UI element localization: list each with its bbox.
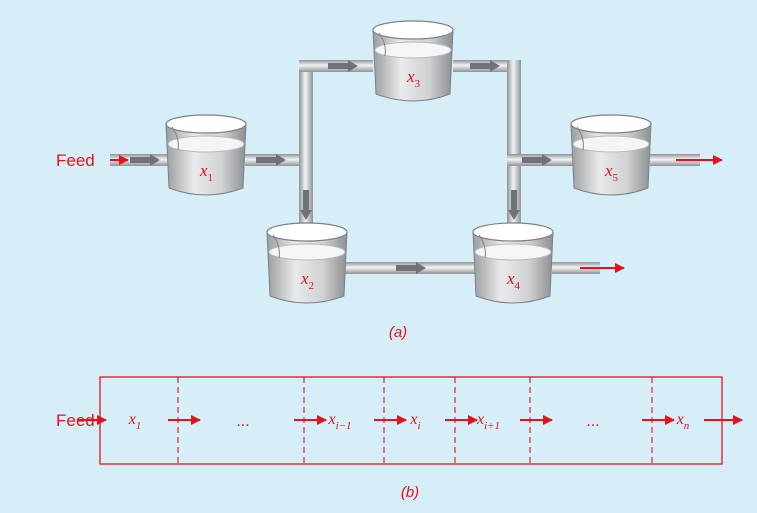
series-cells: x1... xi−1 xi xi+1... xn — [78, 377, 743, 464]
reactor-5: x5 — [570, 114, 652, 196]
cell-label: xi — [409, 411, 420, 432]
cell-subscript: i−1 — [336, 420, 352, 432]
pipe-r5-outlet — [650, 154, 700, 166]
pipe-left-vertical — [299, 60, 313, 238]
reactor-4: x4 — [472, 222, 554, 304]
flow-arrow-icon — [508, 190, 520, 220]
beaker-spout — [378, 32, 386, 57]
beaker-rim — [372, 20, 454, 40]
reactor-subscript: 3 — [415, 78, 421, 90]
cell-label: xi+1 — [476, 411, 500, 432]
flow-arrow-icon — [328, 60, 358, 72]
beaker-spout — [576, 126, 584, 151]
reactor-subscript: 1 — [208, 172, 214, 184]
beaker-body — [165, 123, 247, 196]
cell-subscript: 1 — [136, 420, 142, 432]
liquid-surface — [268, 243, 346, 261]
reactor-subscript: 2 — [309, 280, 315, 292]
beaker-body — [372, 29, 454, 102]
beaker-rim — [472, 222, 554, 242]
beaker-spout — [171, 126, 179, 151]
cell-subscript: n — [684, 420, 690, 432]
flow-arrows — [130, 60, 552, 274]
flow-arrow-icon — [522, 154, 552, 166]
reactor-2: x2 — [266, 222, 348, 304]
cell-subscript: i+1 — [484, 420, 500, 432]
beaker-body — [472, 231, 554, 304]
beaker-spout — [272, 234, 280, 259]
beaker-body — [570, 123, 652, 196]
liquid-surface — [167, 135, 245, 153]
liquid-surface — [474, 243, 552, 261]
flow-arrow-icon — [470, 60, 500, 72]
beaker-rim — [570, 114, 652, 134]
reactor-1: x1 — [165, 114, 247, 196]
caption-a: (a) — [389, 324, 407, 341]
cell-label: x1 — [128, 411, 142, 432]
beaker-body — [266, 231, 348, 304]
feed-label-b: Feed — [56, 411, 95, 430]
flow-arrow-icon — [300, 190, 312, 220]
reactor-subscript: 4 — [515, 280, 521, 292]
feed-label-a: Feed — [56, 151, 95, 170]
pipe-right-vertical — [507, 60, 521, 240]
external-arrows — [110, 155, 723, 273]
cell-label: xi−1 — [327, 411, 351, 432]
flow-arrow-icon — [130, 154, 160, 166]
reactor-3: x3 — [372, 20, 454, 102]
flow-arrow-icon — [256, 154, 286, 166]
cell-label: xn — [676, 411, 690, 432]
cell-subscript: i — [418, 420, 421, 432]
reactor-subscript: 5 — [613, 172, 619, 184]
beaker-rim — [266, 222, 348, 242]
flow-arrow-icon — [396, 262, 426, 274]
liquid-surface — [572, 135, 650, 153]
ellipsis-label: ... — [236, 413, 249, 430]
ellipsis-label: ... — [586, 413, 599, 430]
caption-b: (b) — [401, 484, 419, 501]
beaker-rim — [165, 114, 247, 134]
pipe-r4-outlet — [552, 262, 600, 274]
beaker-spout — [478, 234, 486, 259]
liquid-surface — [374, 41, 452, 59]
